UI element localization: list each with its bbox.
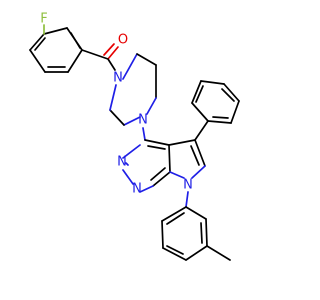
carbonyl-group xyxy=(81,43,119,71)
tolyl-ring xyxy=(161,191,231,261)
fluorine-label: F xyxy=(40,12,47,27)
phenyl-ring xyxy=(191,80,240,141)
pyrrole-nitrogen-label: N xyxy=(183,178,193,193)
piperazine-nitrogen-top-label: N xyxy=(113,71,123,86)
atom-labels: F O N N N N N xyxy=(40,12,193,197)
molecule-structure: F O N N N N N xyxy=(29,12,240,261)
pyrimidine-nitrogen-top-label: N xyxy=(117,155,127,170)
pyrimidine-nitrogen-bottom-label: N xyxy=(132,182,142,197)
pyrrolopyrimidine-core xyxy=(122,127,206,193)
piperazine-nitrogen-bottom-label: N xyxy=(138,113,148,128)
oxygen-label: O xyxy=(118,33,128,48)
piperazine-ring xyxy=(109,53,157,126)
fluorophenyl-ring xyxy=(29,27,83,73)
